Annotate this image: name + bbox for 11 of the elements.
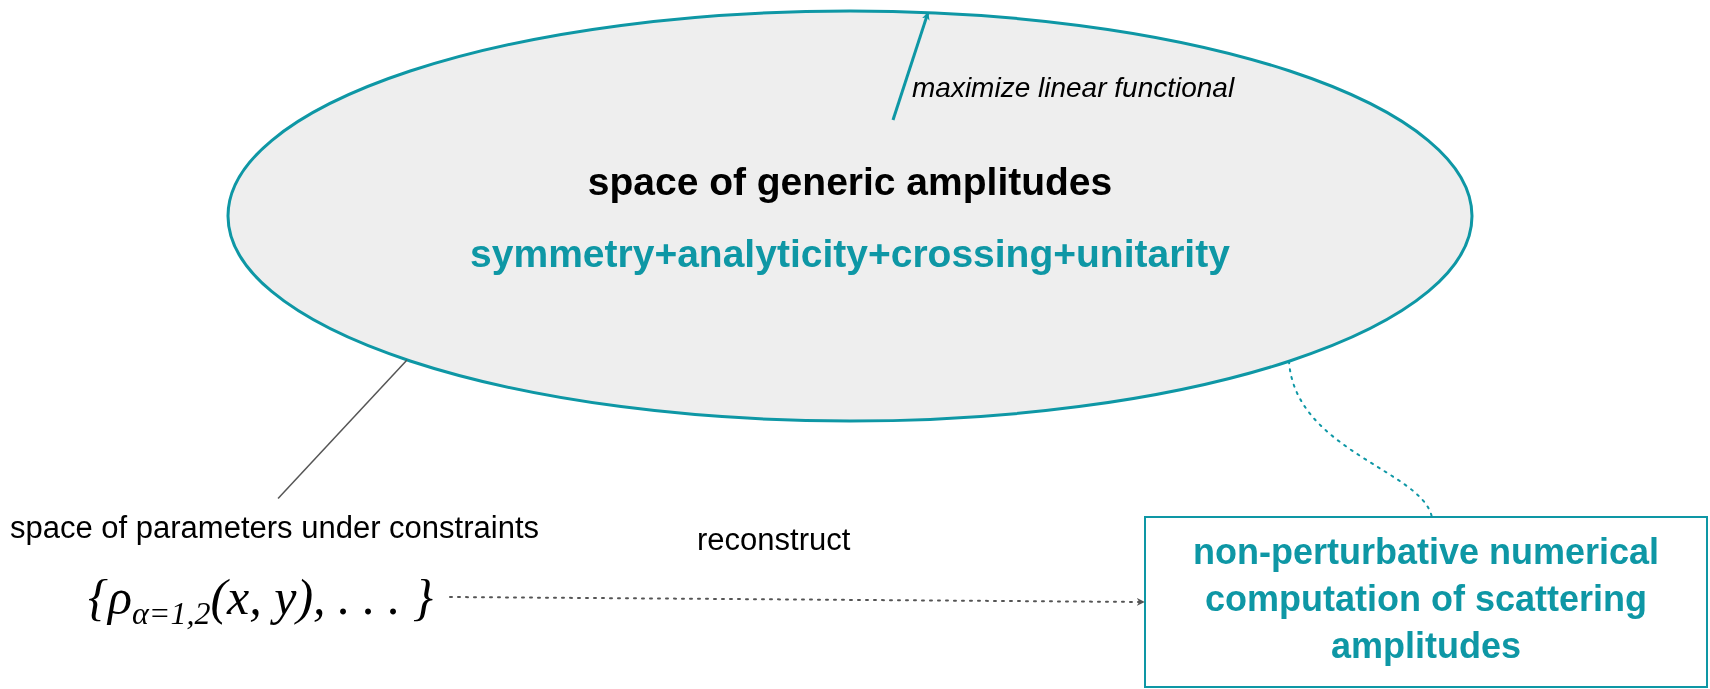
result-box	[1144, 516, 1708, 688]
dotted-arrow	[449, 596, 1145, 606]
region-subtitle: symmetry+analyticity+crossing+unitarity	[470, 231, 1230, 277]
edge-label: reconstruct	[697, 522, 851, 558]
arrow	[891, 11, 930, 121]
result-text: non-perturbative numerical computation of scattering amplitudes	[1191, 530, 1661, 668]
edge-label: maximize linear functional	[912, 72, 1235, 104]
leader-line	[277, 359, 408, 500]
region-title: space of generic amplitudes	[587, 159, 1113, 205]
parameter-space-label: space of parameters under constraints	[10, 510, 540, 546]
formula: {ρ$_{α=1,2}$(x, y), . . . }	[88, 568, 435, 633]
